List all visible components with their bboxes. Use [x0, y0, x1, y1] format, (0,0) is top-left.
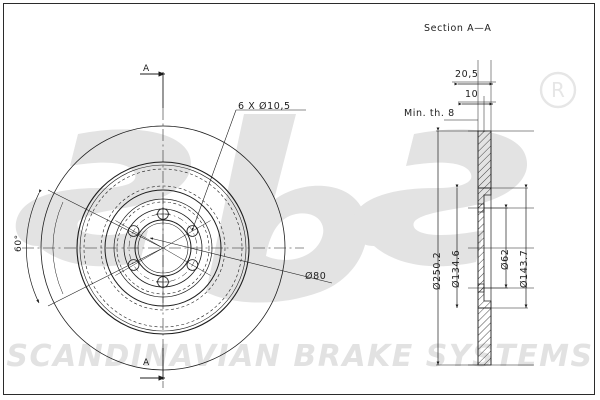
section-marker-top-label: A	[143, 64, 150, 74]
drawing-frame	[3, 3, 595, 395]
dim-disc-thickness	[458, 96, 496, 132]
center-bore-callout-label: Ø80	[305, 271, 327, 282]
overall-thickness-label: 20,5	[455, 69, 479, 80]
disc-thickness-label: 10	[465, 89, 479, 100]
hole-callout-label: 6 X Ø10,5	[238, 101, 291, 112]
front-view-leaders	[149, 109, 333, 284]
angle-sector-60	[26, 189, 164, 307]
section-marker-bottom-label: A	[143, 358, 150, 368]
dim-hat-diameter	[491, 184, 528, 309]
dim-outer-diameter	[436, 127, 478, 366]
section-view-AA	[436, 60, 534, 366]
section-cut-line-A	[140, 71, 165, 381]
dim-hub-bore	[484, 204, 508, 289]
section-title: Section A—A	[424, 23, 492, 34]
min-thickness-label: Min. th. 8	[404, 108, 455, 119]
